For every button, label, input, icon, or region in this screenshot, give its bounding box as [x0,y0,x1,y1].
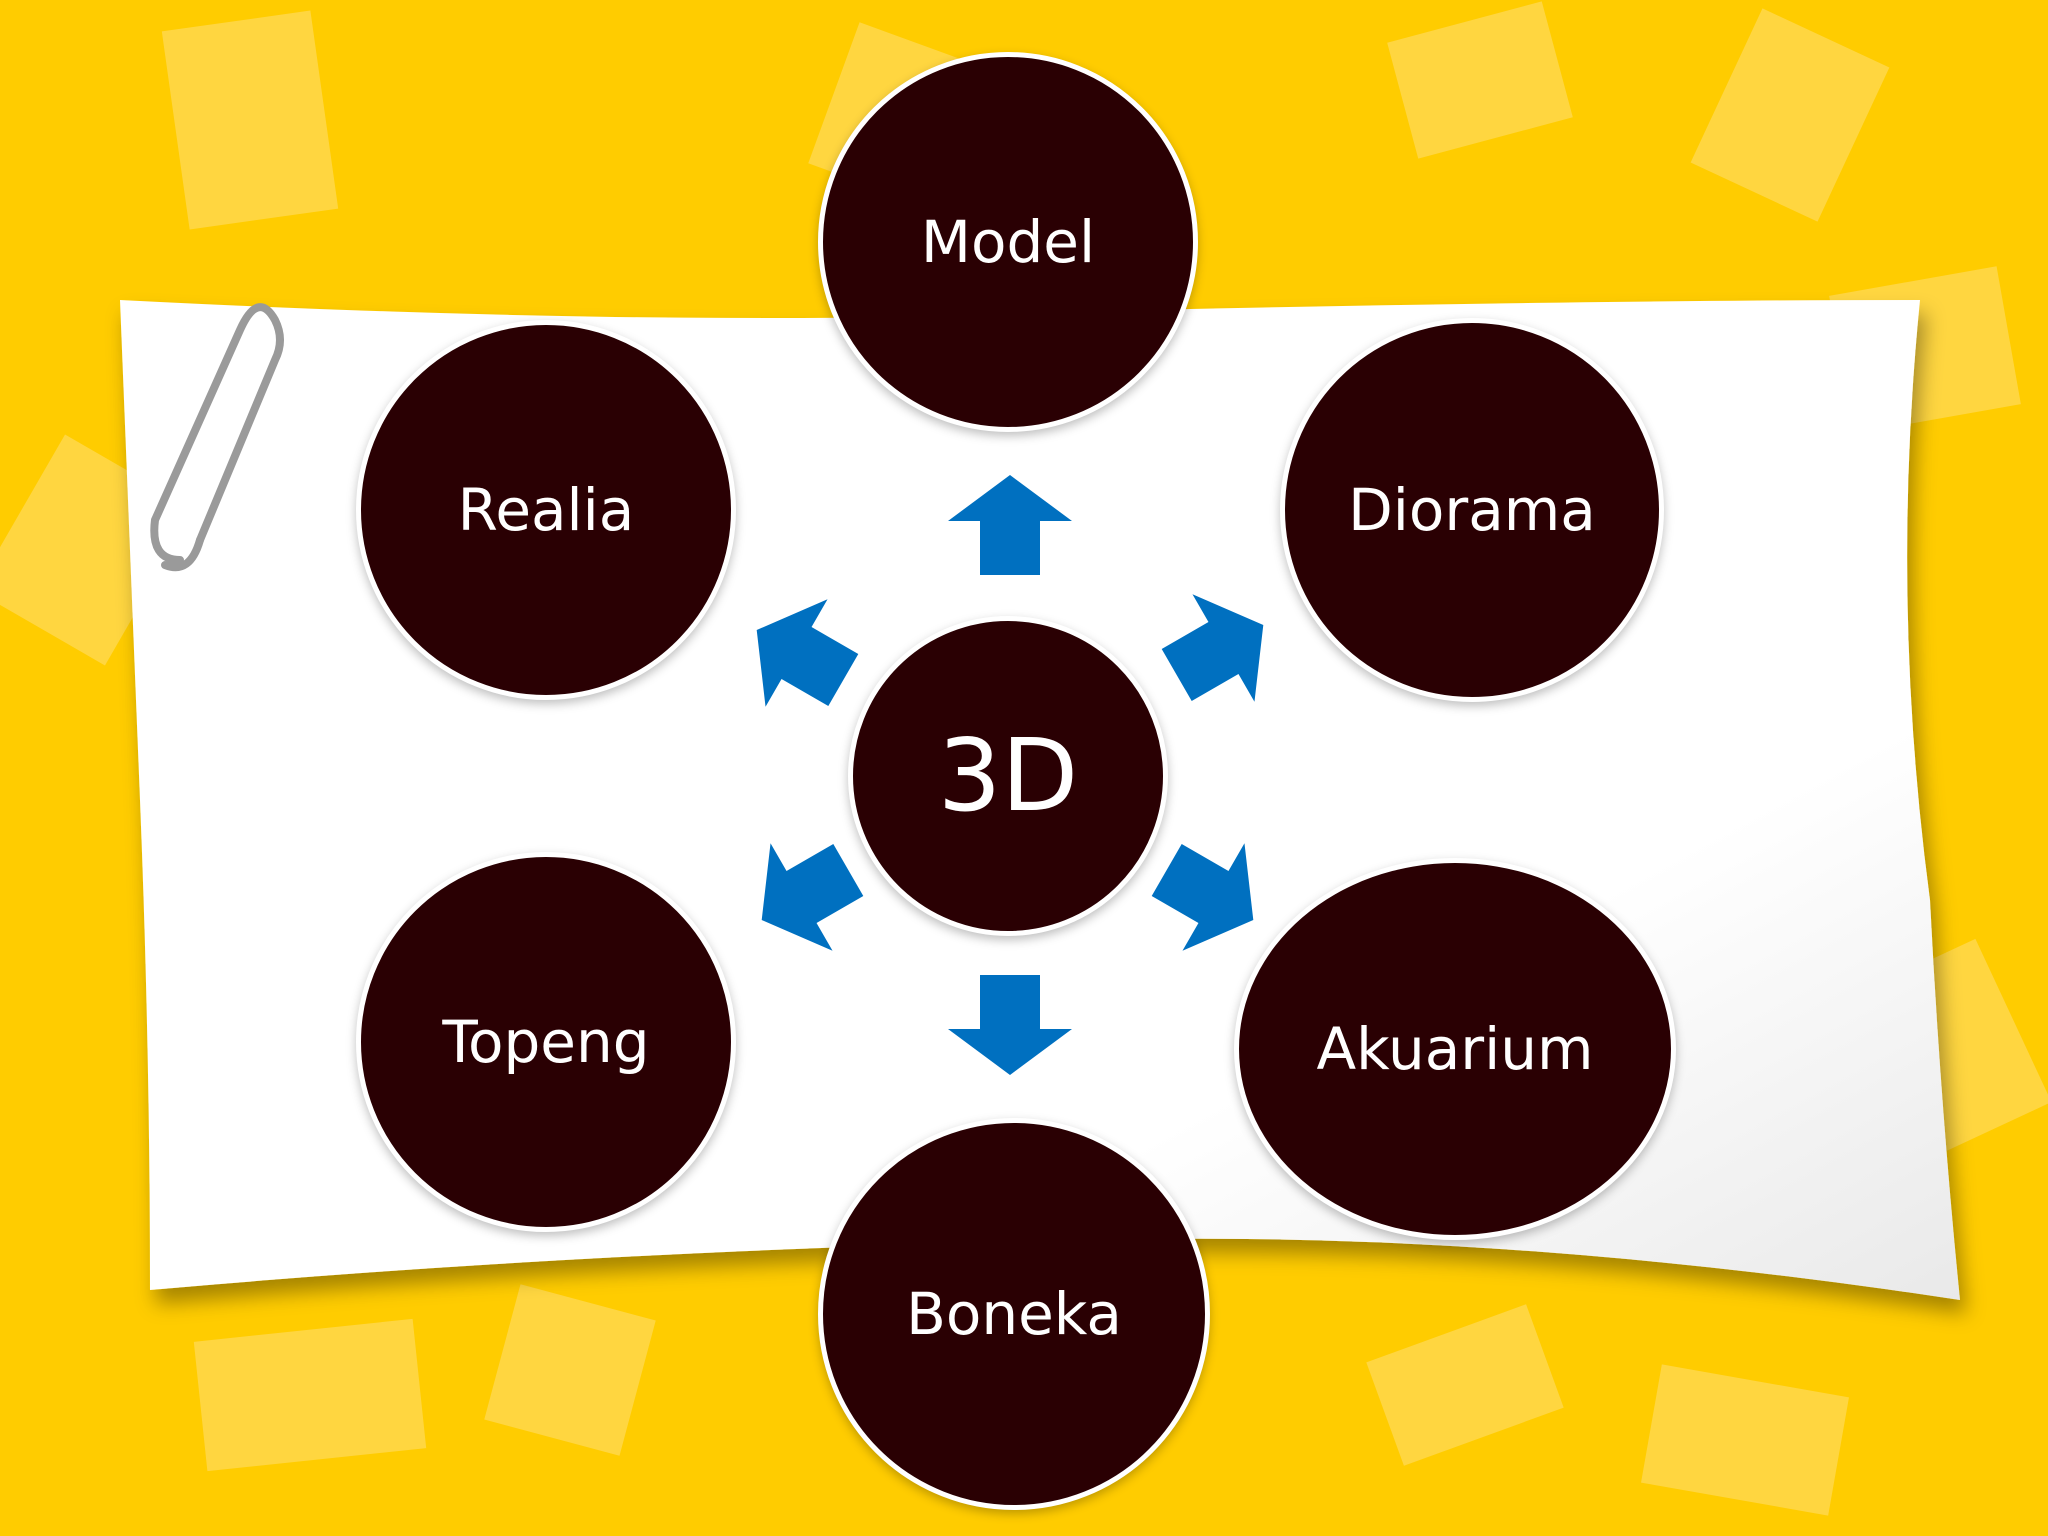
node-boneka-label: Boneka [906,1280,1122,1348]
arrow-to-diorama-icon [1161,594,1264,702]
paperclip-icon [150,303,284,572]
node-model-label: Model [920,208,1096,276]
node-akuarium-label: Akuarium [1316,1015,1594,1083]
node-diorama-label: Diorama [1348,476,1596,544]
node-realia-label: Realia [457,476,635,544]
node-model: Model [818,52,1198,432]
node-boneka: Boneka [818,1118,1210,1510]
arrow-to-topeng-icon [761,843,864,951]
center-node: 3D [848,616,1168,936]
arrow-to-boneka-icon [948,975,1072,1075]
arrow-to-akuarium-icon [1151,843,1254,951]
center-node-label: 3D [937,717,1079,834]
node-topeng: Topeng [356,852,736,1232]
arrow-to-model-icon [948,475,1072,575]
node-realia: Realia [356,320,736,700]
node-diorama: Diorama [1280,318,1664,702]
node-topeng-label: Topeng [442,1008,650,1076]
node-akuarium: Akuarium [1234,858,1676,1240]
arrow-to-realia-icon [756,599,859,707]
